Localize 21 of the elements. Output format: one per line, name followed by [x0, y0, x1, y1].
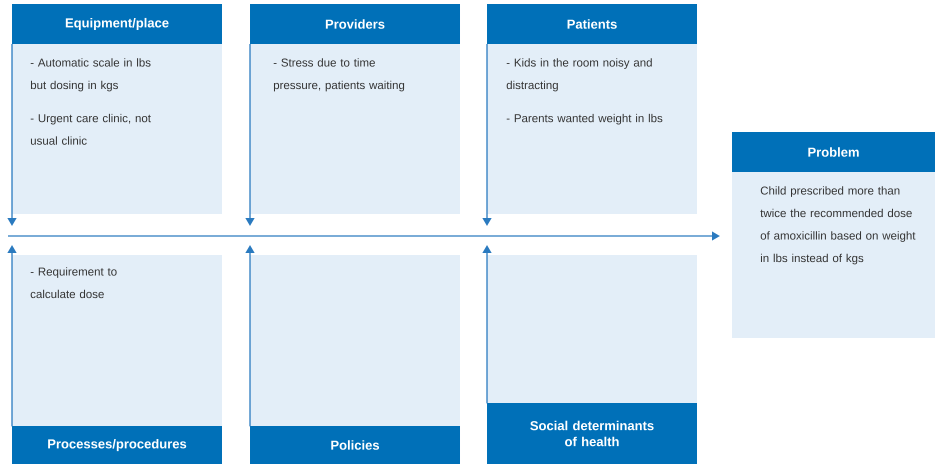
category-box — [12, 4, 222, 214]
box-heading: Equipment/place — [66, 18, 169, 30]
list-item: - Parents wanted weight in lbs — [506, 114, 662, 125]
box-heading: Social determinants of health — [530, 420, 654, 446]
list-item: - Requirement to calculate dose — [30, 267, 117, 298]
list-item: - Urgent care clinic, not usual clinic — [30, 114, 151, 145]
list-item: - Kids in the room noisy and distracting — [506, 58, 652, 92]
category-box — [487, 4, 697, 214]
list-item: Child prescribed more than twice the recommended dose of amoxicillin based on weight in lbs instead of kgs — [760, 186, 916, 264]
category-box — [250, 255, 460, 464]
box-heading: Problem — [808, 147, 859, 157]
box-heading: Policies — [331, 440, 380, 450]
box-heading: Processes/procedures — [48, 438, 186, 452]
box-heading: Providers — [326, 19, 384, 29]
category-box — [250, 4, 460, 214]
category-box — [12, 255, 222, 464]
list-item: - Stress due to time pressure, patients waiting — [274, 58, 404, 92]
box-heading: Patients — [568, 19, 617, 29]
category-box — [732, 132, 935, 338]
category-box — [487, 255, 697, 464]
list-item: - Automatic scale in lbs but dosing in kgs — [30, 58, 151, 92]
